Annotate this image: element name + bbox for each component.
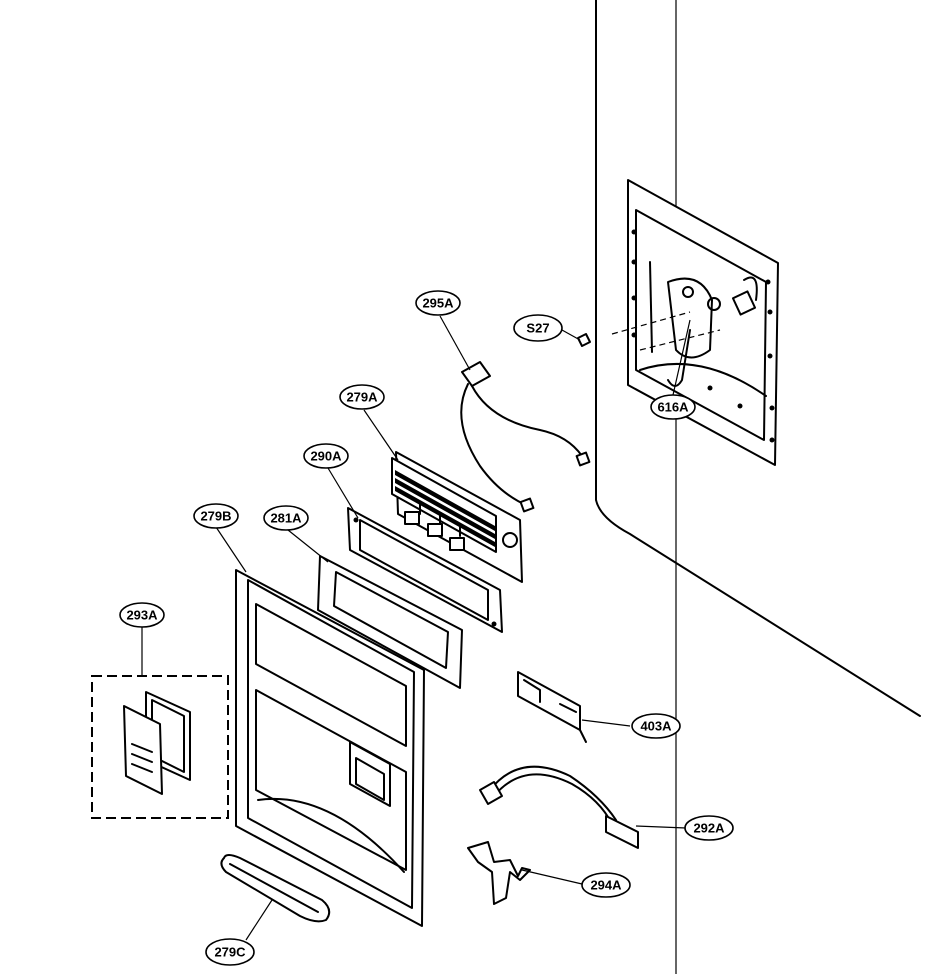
callout-s27: S27 <box>513 314 563 342</box>
callout-279c: 279C <box>205 938 255 966</box>
part-290a-frame <box>347 507 503 633</box>
callout-279b-label: 279B <box>200 509 231 524</box>
callout-616a-label: 616A <box>657 400 689 415</box>
callout-279a-label: 279A <box>346 390 378 405</box>
callout-292a: 292A <box>684 815 734 841</box>
callout-294a: 294A <box>581 872 631 898</box>
callout-279c-label: 279C <box>214 945 246 960</box>
part-279a-board <box>391 451 523 583</box>
leader-lines <box>141 315 691 941</box>
callout-403a: 403A <box>631 713 681 739</box>
part-292a-wire <box>479 765 639 849</box>
callout-281a-label: 281A <box>270 511 302 526</box>
callout-293a-label: 293A <box>126 608 158 623</box>
screw-s27 <box>577 333 591 347</box>
callout-290a: 290A <box>303 443 349 469</box>
callout-293a: 293A <box>119 602 165 628</box>
callout-295a-label: 295A <box>422 296 454 311</box>
part-279b-cover <box>235 569 425 927</box>
part-294a-bracket <box>467 841 531 905</box>
callout-290a-label: 290A <box>310 449 342 464</box>
callout-294a-label: 294A <box>590 878 622 893</box>
callout-292a-label: 292A <box>693 821 725 836</box>
callout-279b: 279B <box>193 503 239 529</box>
door-outline <box>595 0 921 974</box>
callout-295a: 295A <box>415 290 461 316</box>
part-279c-tray <box>220 854 331 923</box>
door-housing <box>577 179 779 466</box>
part-293a-group <box>91 675 229 819</box>
callout-279a: 279A <box>339 384 385 410</box>
callout-s27-label: S27 <box>526 321 549 336</box>
part-281a-window <box>317 555 463 689</box>
callout-403a-label: 403A <box>640 719 672 734</box>
callout-616a: 616A <box>650 394 696 420</box>
part-295a-harness <box>460 361 591 513</box>
board-heatsink-fins <box>395 470 495 547</box>
part-403a-switch <box>517 671 587 743</box>
callout-281a: 281A <box>263 505 309 531</box>
